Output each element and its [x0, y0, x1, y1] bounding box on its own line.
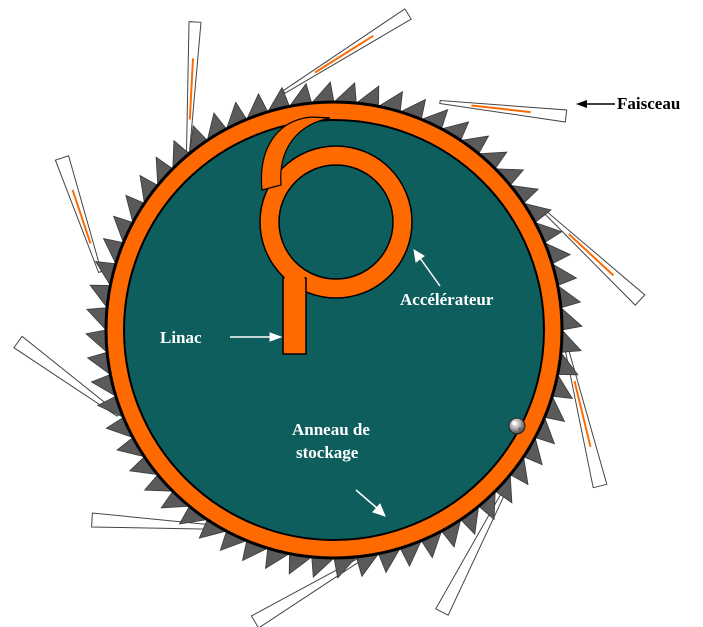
accelerator-arrow	[419, 257, 441, 287]
beamline-10	[439, 99, 568, 123]
electron-sphere-icon	[508, 417, 526, 435]
storage-ring-interior	[123, 119, 545, 541]
beam-stripe-10	[471, 104, 531, 114]
booster-loop	[259, 116, 413, 355]
beam-label: Faisceau	[617, 94, 680, 113]
storage-ring-arrow	[355, 489, 379, 510]
pointer-arrows	[230, 249, 441, 517]
linac-label: Linac	[160, 328, 202, 347]
beam-stripe-8	[573, 380, 592, 448]
storage-ring-label-line1: Anneau de	[292, 420, 370, 439]
beam-stripe-2	[188, 58, 194, 120]
booster-transfer-line	[260, 116, 331, 191]
linac-arrowhead	[269, 332, 283, 342]
accelerator-label: Accélérateur	[400, 290, 494, 309]
beam-stripe-9	[568, 233, 615, 277]
beam-stripe-3	[71, 189, 92, 244]
booster-interior	[278, 164, 394, 280]
storage-ring-label-line2: stockage	[296, 443, 359, 462]
beamline-3	[54, 155, 103, 274]
accelerator-arrowhead	[413, 249, 425, 263]
storage-ring-arrowhead	[372, 503, 386, 517]
beam-stripe-1	[314, 34, 374, 74]
linac-tube	[282, 277, 307, 355]
beamlines	[13, 8, 646, 627]
beam-label-arrow	[576, 100, 615, 108]
beamline-4	[13, 335, 120, 417]
